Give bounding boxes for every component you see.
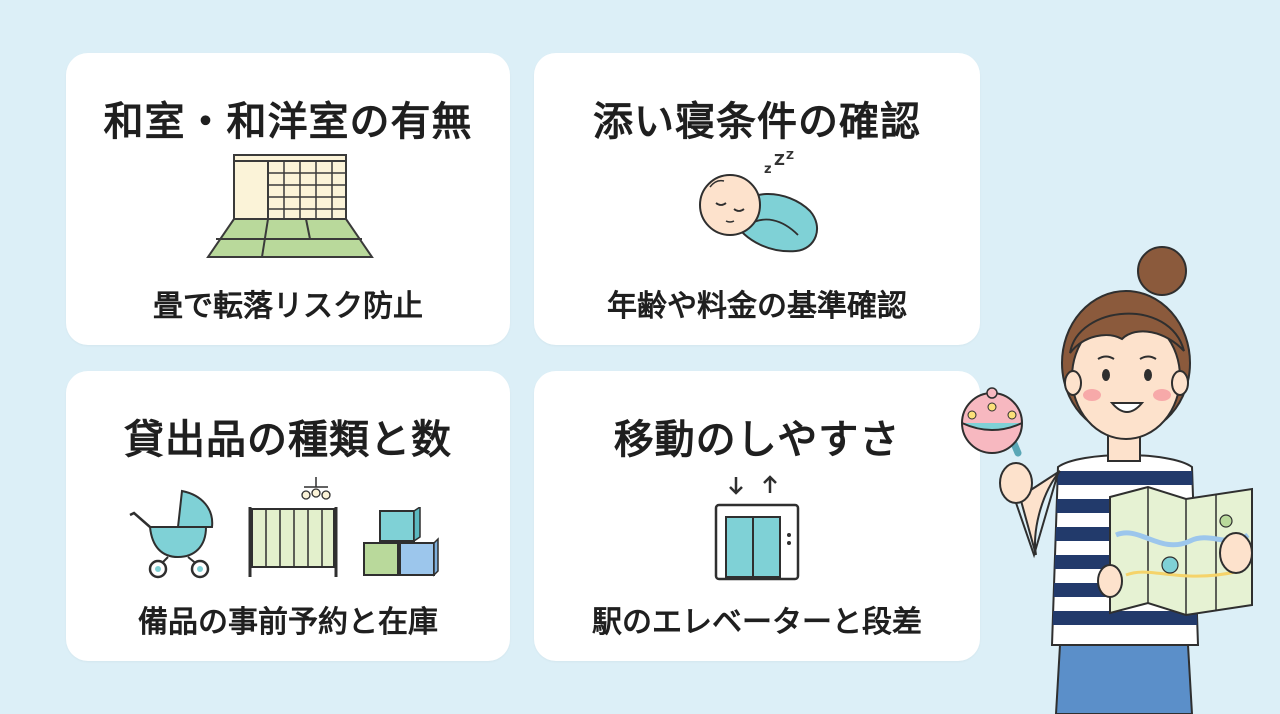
card-title: 移動のしやすさ	[613, 417, 901, 463]
card-subtitle: 駅のエレベーターと段差	[592, 605, 922, 640]
card-subtitle: 備品の事前予約と在庫	[138, 605, 438, 640]
sleeping-baby-icon: z Z Z	[699, 149, 819, 253]
elevator-icon	[714, 475, 800, 581]
toy-blocks-icon	[363, 507, 439, 577]
card-subtitle: 畳で転落リスク防止	[153, 289, 423, 324]
crib-icon	[248, 477, 338, 577]
svg-text:Z: Z	[774, 151, 785, 169]
woman-character-illustration	[961, 246, 1253, 714]
svg-text:z: z	[764, 162, 772, 177]
rattle-icon	[961, 387, 1023, 457]
card-title: 添い寝条件の確認	[593, 99, 921, 145]
map-icon	[1109, 485, 1253, 617]
card-accessibility: 移動のしやすさ 駅のエレベーターと段差	[534, 371, 980, 661]
card-japanese-room: 和室・和洋室の有無 畳で転落リスク防止	[66, 53, 510, 345]
card-subtitle: 年齢や料金の基準確認	[607, 289, 907, 324]
card-rental-items: 貸出品の種類と数 備品の事前予約と在庫	[66, 371, 510, 661]
stroller-icon	[129, 489, 214, 579]
tatami-room-icon	[206, 154, 374, 258]
card-title: 和室・和洋室の有無	[103, 99, 473, 145]
svg-text:Z: Z	[786, 149, 794, 162]
card-title: 貸出品の種類と数	[124, 417, 452, 463]
card-co-sleeping: 添い寝条件の確認 z Z Z 年齢や料金の基準確認	[534, 53, 980, 345]
